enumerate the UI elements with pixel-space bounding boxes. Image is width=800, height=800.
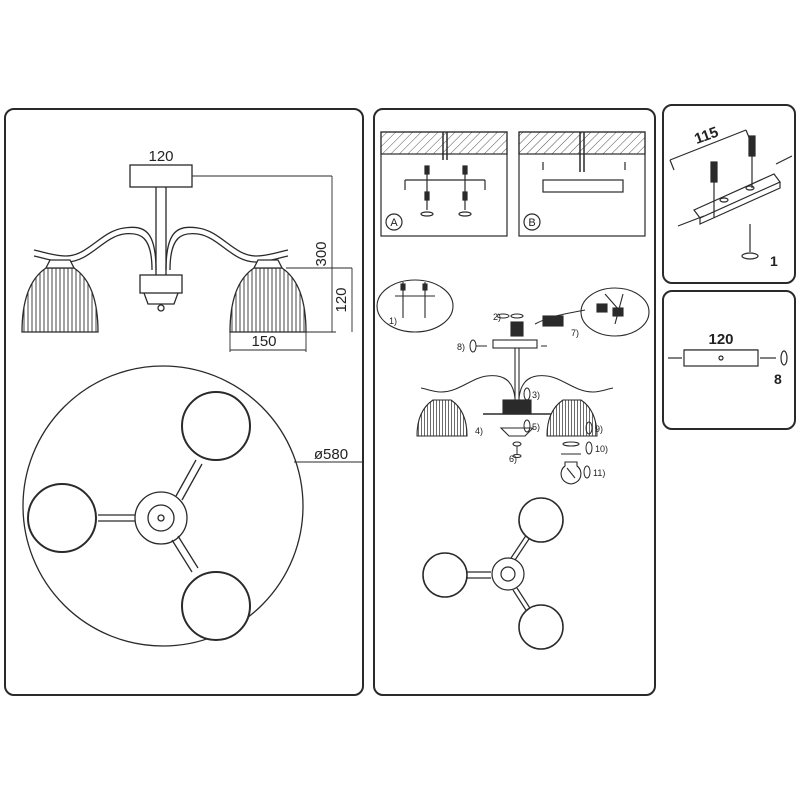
canopy-side-view	[683, 349, 759, 367]
top-view-shade-2	[27, 483, 97, 553]
step-4-label: 4)	[475, 426, 483, 436]
right-arm	[165, 226, 289, 271]
mounting-bracket	[693, 173, 781, 219]
assembly-canopy	[492, 339, 538, 349]
step-1-label: 1)	[389, 316, 397, 326]
step-5-label: 5)	[532, 422, 540, 432]
small-top-view-shade-2	[422, 552, 468, 598]
assembly-right-shade	[546, 399, 598, 437]
step-9-label: 9)	[595, 424, 603, 434]
wiring-detail-bubble	[580, 287, 650, 337]
main-dimension-panel: 120 300 120 150 ø580	[4, 108, 364, 696]
dim-canopy-width: 120	[148, 148, 173, 165]
canopy-detail-panel: 120 8	[662, 290, 796, 430]
step-3-label: 3)	[532, 390, 540, 400]
dim-canopy-detail-width: 120	[708, 331, 733, 348]
step-10-label: 10)	[595, 444, 608, 454]
mounting-plate-drawing: 115 1	[669, 124, 793, 269]
assembly-steps-panel: A B 1)	[373, 108, 656, 696]
small-top-view-shade-3	[518, 604, 564, 650]
dim-plate-spacing: 115	[692, 124, 721, 148]
install-option-a-label: A	[390, 217, 398, 229]
install-option-b	[518, 131, 646, 237]
assembly-left-shade	[416, 399, 468, 437]
central-body	[139, 274, 183, 294]
step-6-label: 6)	[509, 454, 517, 464]
step-1-detail	[376, 279, 454, 333]
step-11-label: 11)	[593, 468, 605, 478]
left-arm	[33, 226, 157, 271]
top-view-shade-3	[181, 571, 251, 641]
dim-shade-width: 150	[251, 333, 276, 350]
step-2-label: 2)	[493, 312, 501, 322]
step-8-label: 8)	[457, 342, 465, 352]
top-view-hub	[134, 491, 188, 545]
main-dimension-drawing: 120 300 120 150 ø580	[21, 148, 362, 647]
top-view-outline	[22, 365, 304, 647]
right-shade	[229, 267, 307, 333]
mounting-step-number: 1	[770, 253, 778, 269]
assembly-steps-drawing: A B 1)	[376, 131, 650, 650]
canopy	[129, 164, 193, 188]
top-view-shade-1	[181, 391, 251, 461]
canopy-step-number: 8	[774, 371, 782, 387]
canopy-detail-drawing: 120 8	[668, 331, 788, 387]
small-top-view-shade-1	[518, 497, 564, 543]
left-shade	[21, 267, 99, 333]
dim-diameter: ø580	[314, 446, 348, 463]
mounting-plate-panel: 115 1	[662, 104, 796, 284]
install-option-b-label: B	[528, 217, 535, 229]
install-option-a	[380, 131, 508, 237]
dim-height: 300	[313, 241, 330, 266]
step-7-label: 7)	[571, 328, 579, 338]
dim-shade-height: 120	[333, 287, 350, 312]
